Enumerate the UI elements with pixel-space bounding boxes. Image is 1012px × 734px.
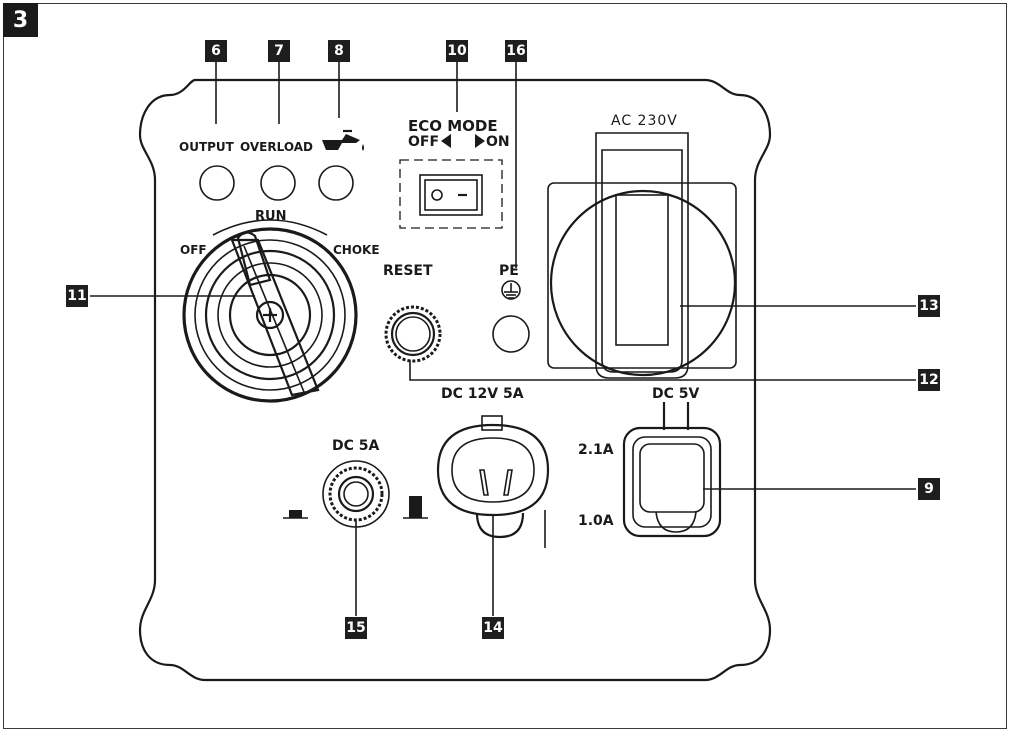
eco-mode-label: ECO MODE bbox=[408, 117, 498, 135]
eco-switch-frame bbox=[399, 159, 503, 229]
reset-button bbox=[390, 311, 436, 357]
usb-socket bbox=[622, 402, 722, 538]
eco-switch bbox=[419, 174, 483, 216]
reset-label: RESET bbox=[383, 263, 433, 279]
overload-light bbox=[260, 165, 296, 201]
ac-label: AC 230V bbox=[611, 113, 678, 129]
amp-high-label: 2.1A bbox=[578, 442, 614, 458]
pe-label: PE bbox=[499, 263, 519, 279]
overload-label: OVERLOAD bbox=[240, 140, 313, 154]
figure-number: 3 bbox=[3, 3, 38, 37]
arrow-left-icon bbox=[441, 134, 451, 148]
callout-16: 16 bbox=[505, 40, 527, 62]
dc5v-label: DC 5V bbox=[652, 386, 700, 402]
oil-can-icon bbox=[322, 129, 364, 151]
choke-label: CHOKE bbox=[333, 243, 380, 257]
amp-low-label: 1.0A bbox=[578, 513, 614, 529]
eco-off-label: OFF bbox=[408, 134, 440, 150]
callout-7: 7 bbox=[268, 40, 290, 62]
callout-13: 13 bbox=[918, 295, 940, 317]
figure-frame bbox=[3, 3, 1007, 729]
arrow-right-icon bbox=[475, 134, 485, 148]
output-light bbox=[199, 165, 235, 201]
reset-button-ring bbox=[384, 305, 442, 363]
switch-position-low-icon bbox=[283, 510, 308, 519]
switch-position-high-icon bbox=[403, 496, 428, 519]
ac-socket bbox=[547, 132, 737, 379]
callout-12: 12 bbox=[918, 369, 940, 391]
callout-6: 6 bbox=[205, 40, 227, 62]
run-label: RUN bbox=[255, 209, 287, 224]
callout-9: 9 bbox=[918, 478, 940, 500]
engine-switch-dial bbox=[182, 227, 358, 403]
eco-on-label: ON bbox=[486, 134, 510, 150]
ground-terminal bbox=[492, 315, 530, 353]
panel-outline bbox=[138, 78, 772, 682]
oil-warning-light bbox=[318, 165, 354, 201]
ground-icon bbox=[501, 280, 521, 300]
callout-11: 11 bbox=[66, 285, 88, 307]
off-label: OFF bbox=[180, 243, 207, 257]
dc5a-port bbox=[322, 460, 390, 528]
callout-10: 10 bbox=[446, 40, 468, 62]
callout-8: 8 bbox=[328, 40, 350, 62]
dc12v-label: DC 12V 5A bbox=[441, 386, 524, 402]
callout-14: 14 bbox=[482, 617, 504, 639]
dc5a-label: DC 5A bbox=[332, 438, 380, 454]
dc12v-socket bbox=[436, 415, 550, 539]
output-label: OUTPUT bbox=[179, 140, 234, 154]
callout-15: 15 bbox=[345, 617, 367, 639]
